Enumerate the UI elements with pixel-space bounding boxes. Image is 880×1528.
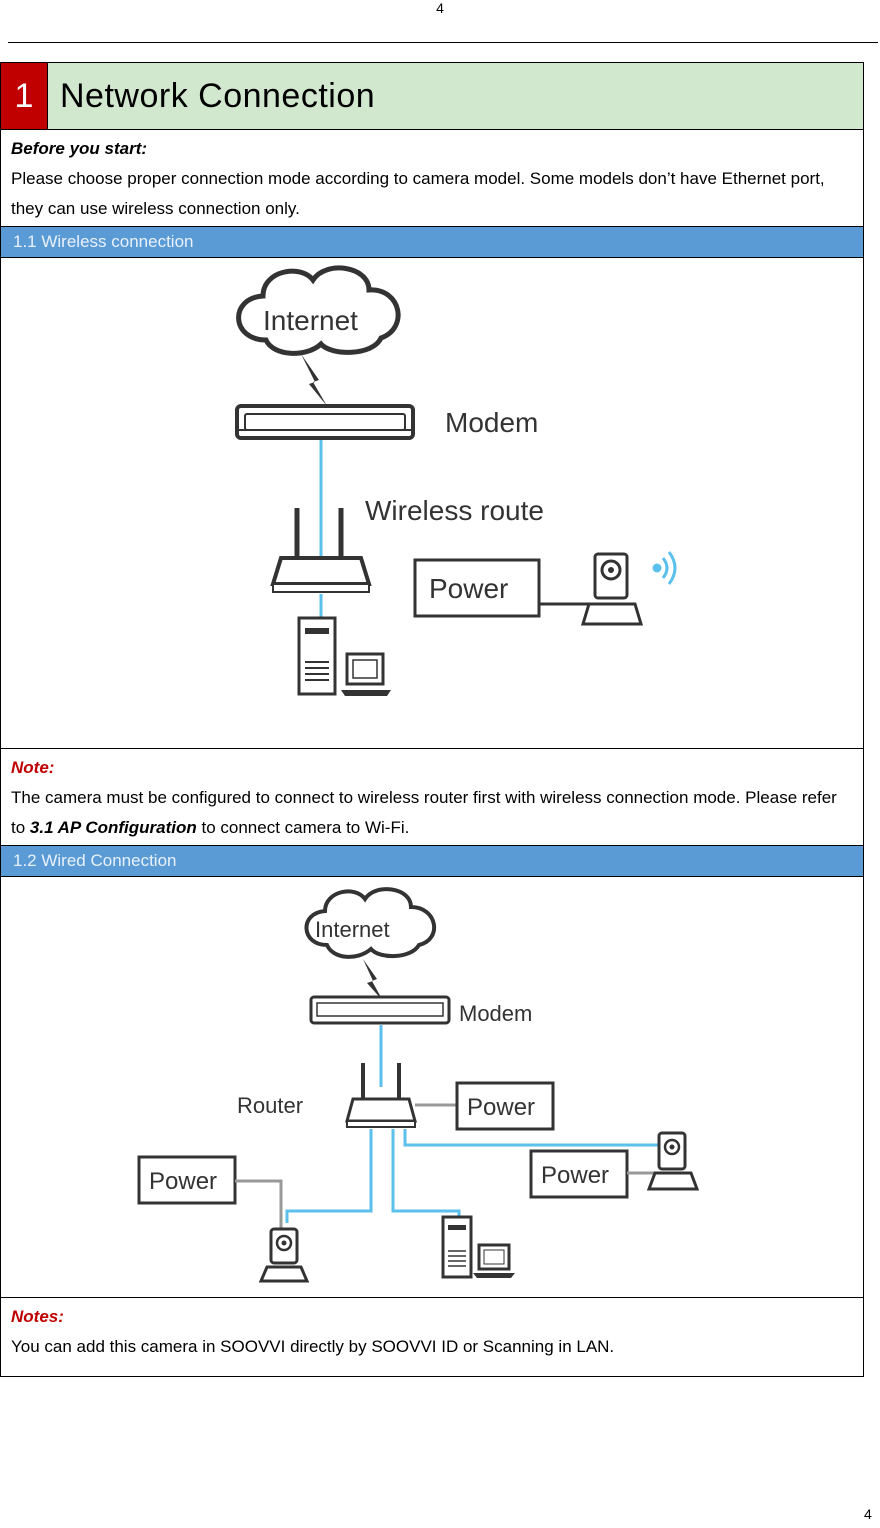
wired-power-label-2: Power <box>541 1162 609 1189</box>
content-table: 1 Network Connection Before you start: P… <box>0 62 864 1377</box>
router-power-box <box>455 1081 555 1131</box>
wireless-modem-label: Modem <box>445 407 538 438</box>
notes-block: Notes: You can add this camera in SOOVVI… <box>1 1298 863 1376</box>
header-rule <box>8 42 878 43</box>
notes-text: You can add this camera in SOOVVI direct… <box>11 1337 615 1356</box>
before-start-text: Please choose proper connection mode acc… <box>11 169 825 218</box>
wireless-router-icon <box>270 508 372 593</box>
wired-diagram: Internet Modem Router Power <box>1 877 863 1298</box>
page-number-top: 4 <box>436 0 444 16</box>
camera-icon <box>258 1227 310 1283</box>
computer-icon <box>441 1215 515 1279</box>
wifi-signal-icon <box>652 551 677 585</box>
wireless-power-box <box>413 558 541 618</box>
ap-configuration-reference: 3.1 AP Configuration <box>29 818 197 837</box>
wired-internet-label: Internet <box>315 917 390 942</box>
internet-cloud-icon <box>304 887 437 1001</box>
section-number: 1 <box>1 63 48 129</box>
wireless-power-label: Power <box>429 573 508 604</box>
section-title: Network Connection <box>48 63 863 129</box>
modem-icon <box>309 995 451 1025</box>
wireless-internet-label: Internet <box>263 305 358 336</box>
camera-icon <box>580 552 644 626</box>
internet-cloud-icon <box>236 265 401 406</box>
note-text: The camera must be configured to connect… <box>11 783 853 843</box>
before-start-block: Before you start: Please choose proper c… <box>1 130 863 227</box>
notes-lead: Notes: <box>11 1307 64 1326</box>
wired-power-label-3: Power <box>149 1168 217 1195</box>
wireless-diagram: Internet Modem Wireless route Power <box>1 258 863 749</box>
section-title-row: 1 Network Connection <box>1 63 863 130</box>
wireless-heading: 1.1 Wireless connection <box>1 227 863 258</box>
computer-icon <box>297 616 391 696</box>
wireless-router-label: Wireless route <box>365 495 544 526</box>
wired-power-label-1: Power <box>467 1094 535 1121</box>
before-start-lead: Before you start: <box>11 139 148 158</box>
wired-modem-label: Modem <box>459 1001 532 1026</box>
note-text-before: The camera must be configured to connect… <box>11 788 837 837</box>
router-icon <box>345 1063 417 1128</box>
right-camera-power-box <box>529 1149 629 1199</box>
modem-icon <box>235 404 415 440</box>
wired-router-label: Router <box>237 1093 303 1118</box>
page-number-bottom: 4 <box>864 1506 872 1522</box>
camera-icon <box>646 1131 700 1191</box>
note-lead: Note: <box>11 758 55 777</box>
wired-heading: 1.2 Wired Connection <box>1 846 863 877</box>
note-text-after: to connect camera to Wi-Fi. <box>196 818 410 837</box>
note-block: Note: The camera must be configured to c… <box>1 749 863 846</box>
